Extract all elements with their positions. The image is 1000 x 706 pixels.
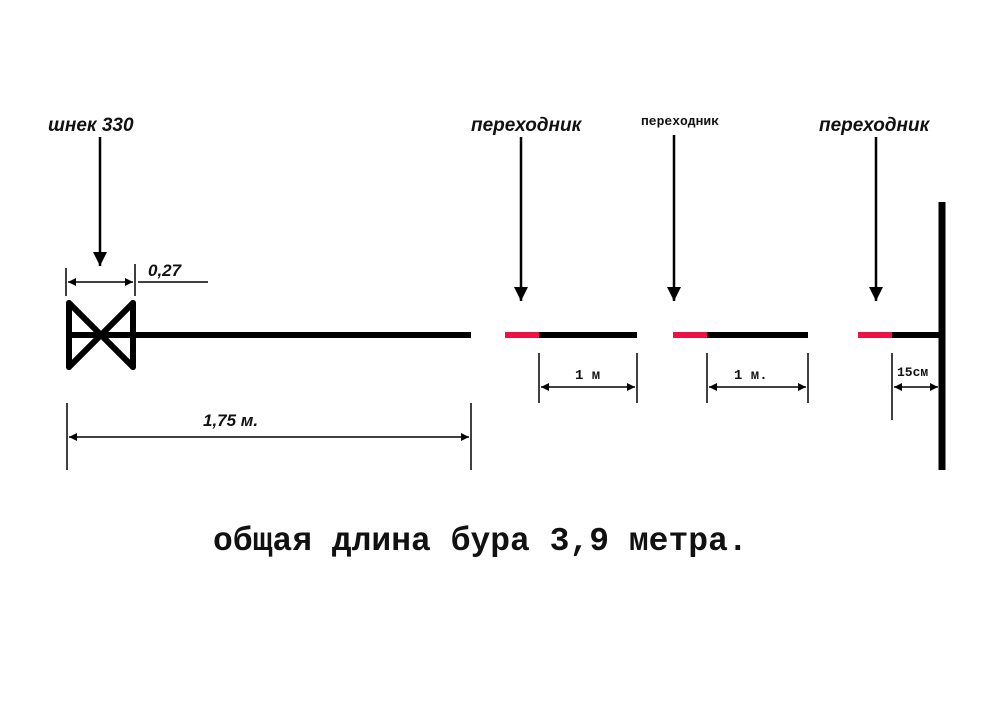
total-length-caption: общая длина бура 3,9 метра. [213, 523, 748, 560]
auger-group: шнек 330 0,27 1,75 м. [48, 115, 472, 470]
adapter-1-label: переходник [471, 115, 583, 136]
segment-3: переходник 15см [819, 115, 946, 470]
adapter-3-label: переходник [819, 115, 931, 136]
auger-label: шнек 330 [48, 115, 134, 136]
segment-2: переходник 1 м. [641, 114, 809, 403]
segment-1: переходник 1 м [471, 115, 638, 403]
segment-2-length-label: 1 м. [734, 368, 768, 384]
segment-1-length-label: 1 м [575, 368, 600, 384]
adapter-2-label: переходник [641, 114, 719, 129]
auger-width-label: 0,27 [148, 261, 183, 280]
first-rod-length-label: 1,75 м. [203, 411, 258, 430]
segment-3-length-label: 15см [897, 365, 928, 380]
